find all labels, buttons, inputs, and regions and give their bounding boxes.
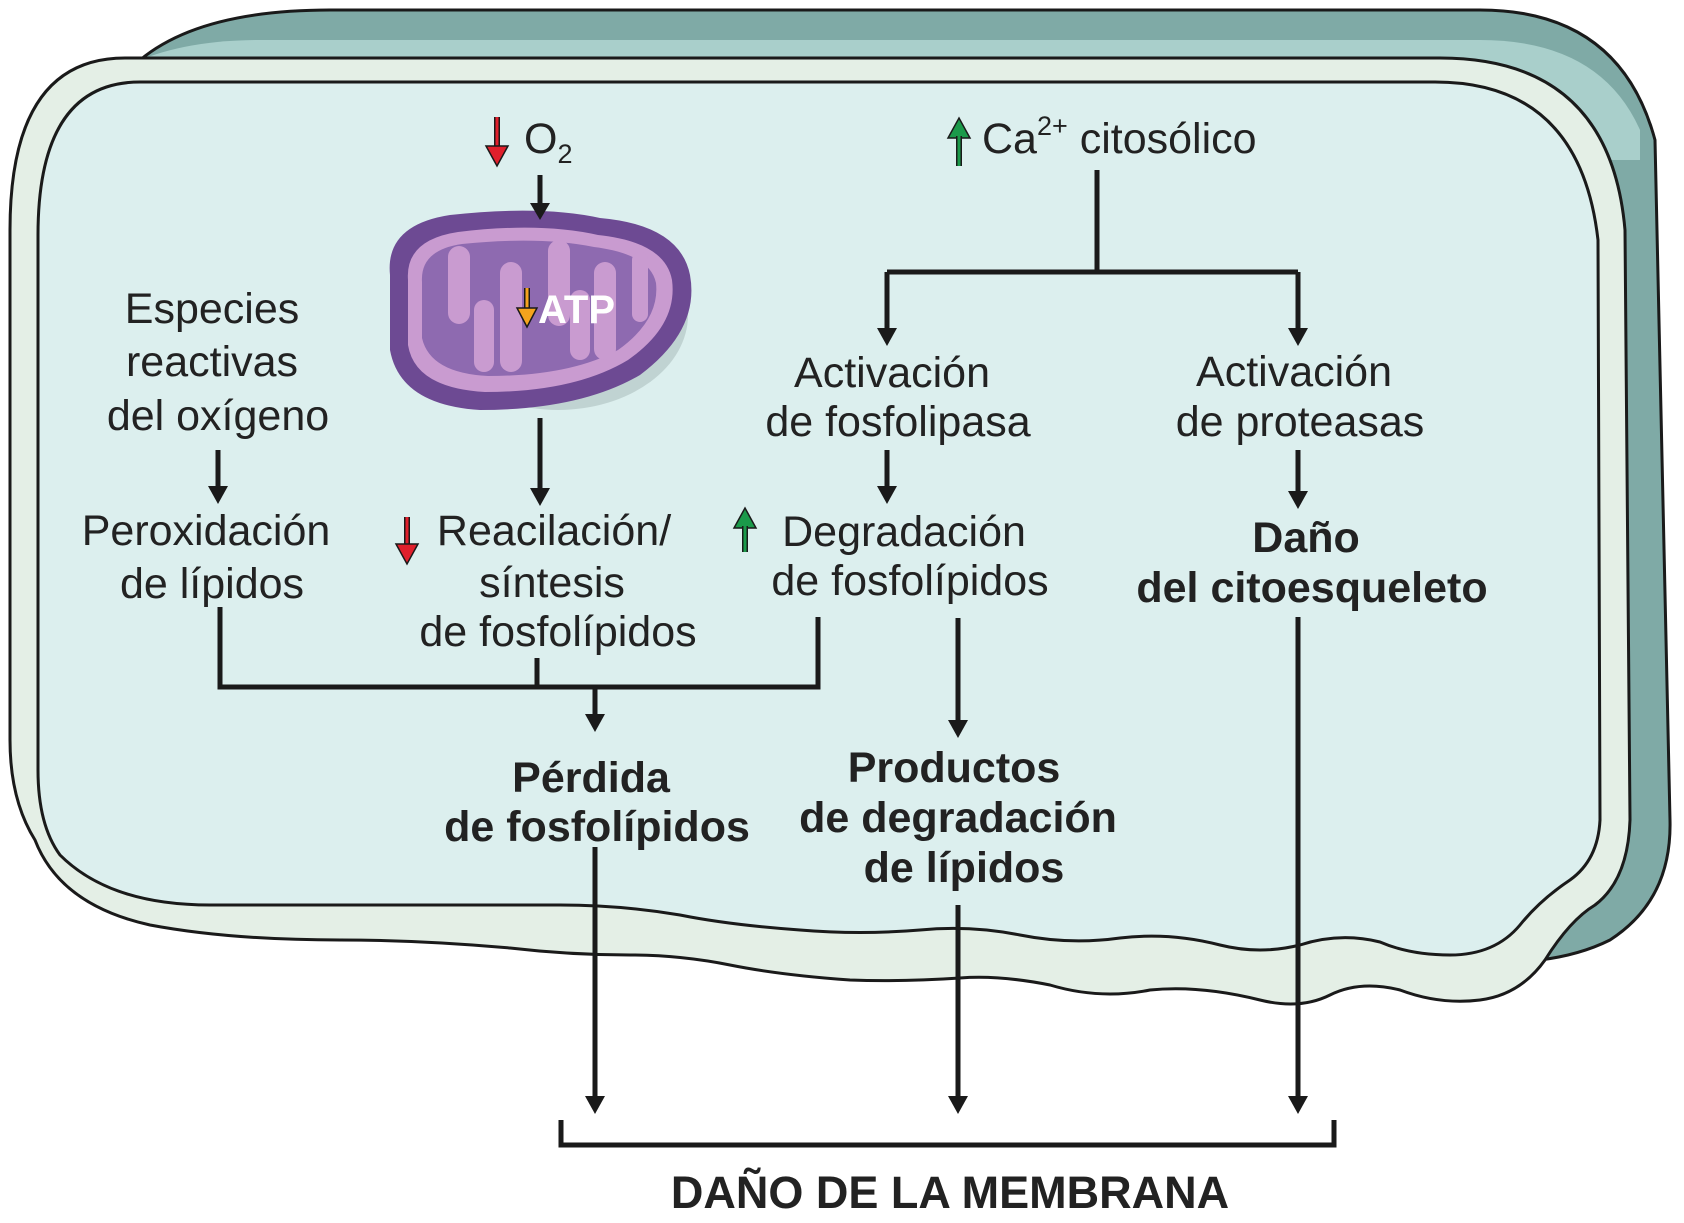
arrowhead: [1288, 491, 1308, 509]
peroxidation-label: Peroxidación de lípidos: [82, 507, 343, 608]
atp-decrease-arrow: [515, 288, 539, 329]
arrowhead: [1288, 328, 1308, 346]
o2-label: O2: [524, 115, 572, 169]
calcium-label: Ca2+ citosólico: [982, 111, 1257, 163]
arrowhead: [530, 203, 550, 220]
degradation-increase-arrow: [732, 506, 758, 552]
arrowhead: [585, 714, 605, 732]
o2-decrease-arrow: [484, 117, 510, 168]
ros-label: Especies reactivas del oxígeno: [107, 285, 329, 440]
arrowhead: [877, 328, 897, 346]
arrowhead: [1288, 1096, 1308, 1114]
connectors: [208, 170, 1337, 1148]
protease-activation-label: Activación de proteasas: [1176, 348, 1425, 446]
reacylation-label: Reacilación/ síntesis de fosfolípidos: [419, 507, 696, 656]
arrowhead: [948, 1096, 968, 1114]
reacylation-decrease-arrow: [394, 517, 420, 566]
atp-label: ATP: [538, 288, 615, 332]
cytoskeleton-damage-label: Daño del citoesqueleto: [1136, 514, 1487, 612]
phospholipase-activation-label: Activación de fosfolipasa: [765, 349, 1030, 446]
arrowhead: [208, 486, 228, 504]
arrowhead: [948, 720, 968, 738]
membrane-damage-label: DAÑO DE LA MEMBRANA: [671, 1167, 1229, 1218]
phospholipid-loss-label: Pérdida de fosfolípidos: [444, 754, 750, 851]
arrowhead: [530, 488, 550, 506]
arrowhead: [585, 1096, 605, 1114]
degradation-label: Degradación de fosfolípidos: [771, 508, 1048, 605]
mitochondrion-cristae: [448, 240, 648, 372]
indicator-arrows: [394, 116, 972, 566]
arrowhead: [877, 486, 897, 504]
ca-increase-arrow: [946, 116, 972, 166]
mitochondrion: [389, 210, 692, 410]
labels: O2 Ca2+ citosólico ATP Especies reactiva…: [82, 111, 1488, 1218]
lipid-breakdown-products-label: Productos de degradación de lípidos: [799, 744, 1129, 892]
